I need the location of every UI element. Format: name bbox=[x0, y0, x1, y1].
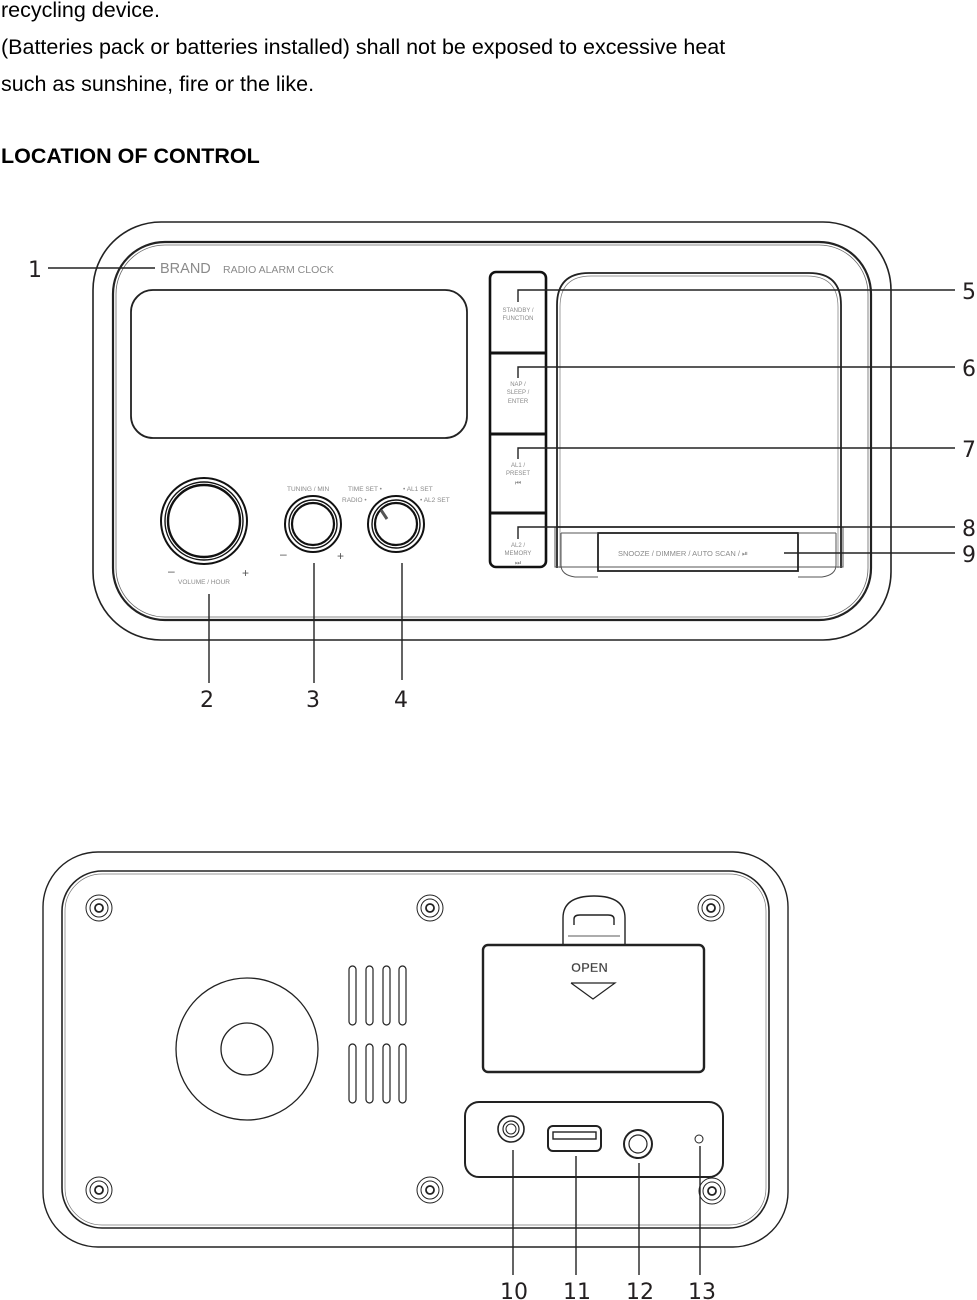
tuning-min-label: TUNING / MIN bbox=[287, 486, 330, 493]
screw-bottom-right-icon bbox=[698, 1177, 726, 1205]
brand-logo: BRAND bbox=[160, 261, 211, 277]
mode-al1-set-label: • AL1 SET bbox=[403, 486, 433, 493]
snooze-dimmer-autoscan-label: SNOOZE / DIMMER / AUTO SCAN / ⏯ bbox=[618, 549, 748, 558]
rear-port-panel bbox=[464, 1101, 724, 1178]
callout-11: 11 bbox=[563, 1280, 591, 1300]
aux-input-jack[interactable] bbox=[623, 1129, 653, 1159]
volume-minus-label: – bbox=[168, 564, 175, 578]
button-6-label-line3: ENTER bbox=[508, 399, 529, 405]
paragraph-line-1: recycling device. bbox=[1, 0, 160, 22]
mode-al2-set-label: • AL2 SET bbox=[420, 497, 450, 504]
paragraph-line-2: (Batteries pack or batteries installed) … bbox=[1, 35, 726, 59]
button-5-label-line1: STANDBY / bbox=[502, 308, 533, 314]
lcd-display-window bbox=[130, 289, 468, 439]
usb-port[interactable] bbox=[547, 1125, 602, 1152]
mode-radio-label: RADIO • bbox=[342, 497, 367, 504]
screw-top-middle-icon bbox=[416, 894, 444, 922]
screw-top-right-icon bbox=[697, 894, 725, 922]
volume-hour-label: VOLUME / HOUR bbox=[178, 579, 230, 586]
product-name-label: RADIO ALARM CLOCK bbox=[223, 264, 334, 276]
front-bezel bbox=[111, 240, 873, 622]
ventilation-slots bbox=[348, 965, 407, 1104]
callout-8: 8 bbox=[962, 517, 976, 542]
callout-4: 4 bbox=[394, 688, 408, 713]
battery-open-label: OPEN bbox=[571, 960, 608, 975]
button-7-label-line1: AL1 / bbox=[511, 463, 525, 469]
button-6-label-line1: NAP / bbox=[510, 382, 526, 388]
callout-line-6 bbox=[517, 366, 955, 378]
al2-memory-button[interactable] bbox=[492, 515, 544, 565]
button-8-label-line1: AL2 / bbox=[511, 543, 525, 549]
button-8-label-line2: MEMORY bbox=[505, 551, 532, 557]
button-column-frame bbox=[488, 270, 548, 569]
knob-pointer-icon bbox=[379, 509, 389, 520]
callout-12: 12 bbox=[626, 1280, 654, 1300]
snooze-top-panel bbox=[556, 272, 842, 568]
callout-2: 2 bbox=[200, 688, 214, 713]
previous-track-icon: ⏮ bbox=[515, 480, 521, 487]
section-heading: LOCATION OF CONTROL bbox=[1, 144, 260, 168]
button-7-label-line2: PRESET bbox=[506, 471, 530, 477]
callout-1: 1 bbox=[28, 258, 42, 283]
tuning-minus-label: – bbox=[280, 547, 287, 561]
reset-pinhole[interactable] bbox=[694, 1134, 704, 1144]
callout-13: 13 bbox=[688, 1280, 716, 1300]
volume-knob[interactable] bbox=[160, 477, 248, 565]
button-6-label-line2: SLEEP / bbox=[507, 390, 530, 396]
screw-top-left-icon bbox=[85, 894, 113, 922]
callout-7: 7 bbox=[962, 438, 976, 463]
front-panel-diagram: BRAND RADIO ALARM CLOCK – + VOLUME / HOU… bbox=[28, 221, 976, 713]
next-track-icon: ⏭ bbox=[515, 560, 522, 567]
callout-3: 3 bbox=[306, 688, 320, 713]
rear-bezel bbox=[61, 870, 770, 1229]
rear-body-outline bbox=[42, 851, 789, 1248]
callout-line-5 bbox=[517, 289, 955, 302]
paragraph-line-3: such as sunshine, fire or the like. bbox=[1, 72, 315, 96]
callout-line-8 bbox=[517, 526, 955, 539]
radio-body-outline bbox=[92, 221, 892, 641]
volume-plus-label: + bbox=[242, 566, 249, 580]
snooze-bar[interactable] bbox=[597, 532, 799, 572]
tuning-plus-label: + bbox=[337, 549, 344, 563]
callout-line-7 bbox=[517, 447, 955, 459]
callout-5: 5 bbox=[962, 280, 976, 305]
screw-bottom-left-icon bbox=[85, 1176, 113, 1204]
tuning-knob[interactable] bbox=[284, 495, 342, 553]
callout-9: 9 bbox=[962, 543, 976, 568]
speaker-icon bbox=[175, 977, 319, 1121]
mode-time-set-label: TIME SET • bbox=[348, 486, 383, 493]
mode-selector-knob[interactable] bbox=[367, 495, 425, 553]
dc-power-jack[interactable] bbox=[497, 1115, 525, 1143]
button-5-label-line2: FUNCTION bbox=[503, 316, 534, 322]
screw-bottom-middle-icon bbox=[416, 1176, 444, 1204]
open-arrow-icon bbox=[570, 982, 617, 1000]
callout-10: 10 bbox=[500, 1280, 528, 1300]
callout-6: 6 bbox=[962, 357, 976, 382]
battery-compartment-cover[interactable] bbox=[481, 895, 706, 1074]
